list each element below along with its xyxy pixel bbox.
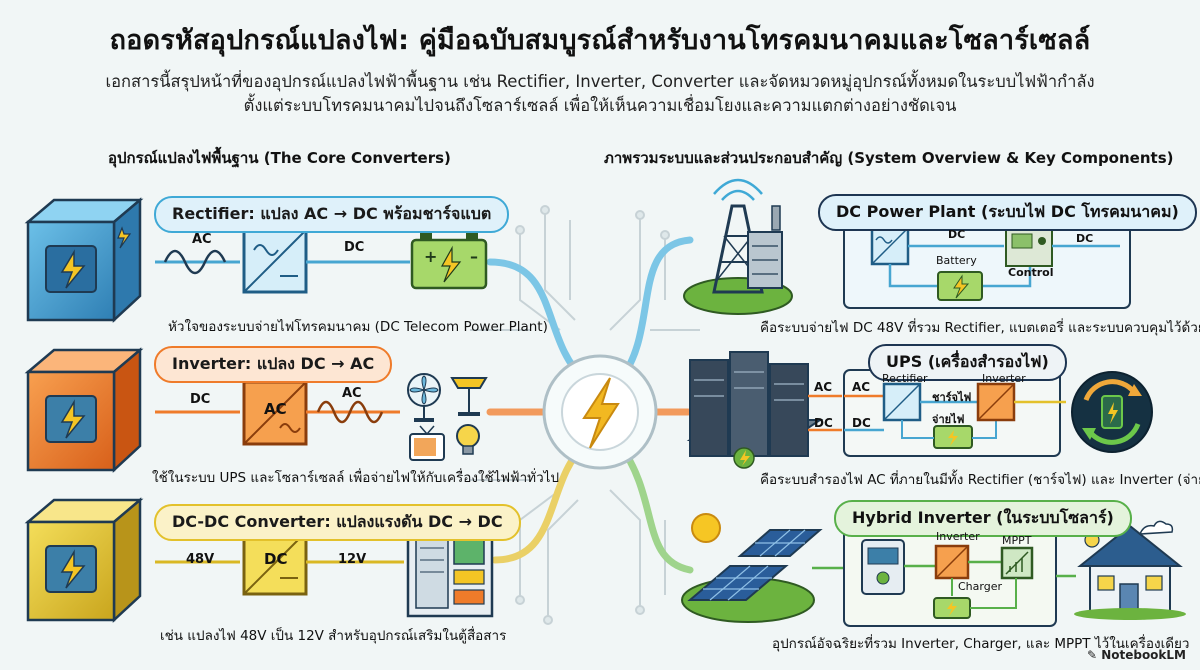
inverter-module-label: AC [264,400,287,418]
ups-label-rectifier: Rectifier [882,372,928,385]
brand-watermark: ✎ NotebookLM [1087,648,1186,662]
inverter-caption: ใช้ในระบบ UPS และโซลาร์เซลล์ เพื่อจ่ายไฟ… [152,470,560,486]
center-hub-lightning-icon [542,354,658,470]
left-section-heading: อุปกรณ์แปลงไฟพื้นฐาน (The Core Converter… [108,149,451,167]
subtitle-line-2: ตั้งแต่ระบบโทรคมนาคมไปจนถึงโซลาร์เซลล์ เ… [243,96,957,115]
rectifier-device-icon [24,197,144,323]
dc-plant-rectifier-icon [870,226,910,266]
telecom-tower-icon [683,178,793,315]
tv-icon [409,425,445,461]
ac-wave-out-icon [316,400,384,424]
ups-caption: คือระบบสำรองไฟ AC ที่ภายในมีทั้ง Rectifi… [760,472,1200,488]
subtitle-line-1: เอกสารนี้สรุปหน้าที่ของอุปกรณ์แปลงไฟฟ้าพ… [105,72,1095,91]
connector-hub-to-dcplant [616,236,694,384]
mppt-icon [1000,546,1034,580]
connector-dcdc-to-hub [491,441,589,564]
fan-icon [407,373,441,422]
dc-plant-battery-icon [937,271,983,301]
dcdc-title: DC-DC Converter: แปลงแรงดัน DC → DC [154,504,521,541]
dc-plant-label-control: Control [1008,266,1054,279]
dcdc-output-label: 12V [338,552,367,567]
control-unit-icon [1005,227,1053,267]
server-rack-icon [686,351,824,469]
dc-plant-label-battery: Battery [936,254,977,267]
house-icon [1074,520,1186,620]
ups-label-ac-in-2: AC [852,380,871,394]
ac-wave-icon [163,249,227,275]
rectifier-output-label: DC [344,240,365,255]
hybrid-caption: อุปกรณ์อัจฉริยะที่รวม Inverter, Charger,… [772,636,1190,652]
inverter-output-label: AC [342,386,362,401]
dc-plant-label-dc1: DC [948,228,966,241]
inverter-input-label: DC [190,392,211,407]
rectifier-module-icon [242,228,308,294]
ups-battery-icon [933,425,973,449]
hybrid-title: Hybrid Inverter (ในระบบโซลาร์) [834,500,1132,537]
ups-label-dc-2: DC [852,416,871,430]
lamp-icon [450,377,488,416]
hybrid-inverter-icon [934,544,970,580]
ups-label-charge: ชาร์จไฟ [932,391,972,404]
dc-plant-caption: คือระบบจ่ายไฟ DC 48V ที่รวม Rectifier, แ… [760,320,1200,336]
ups-rectifier-icon [882,382,922,422]
dcdc-module-label: DC [264,550,288,568]
page-subtitle: เอกสารนี้สรุปหน้าที่ของอุปกรณ์แปลงไฟฟ้าพ… [60,70,1140,118]
page-title: ถอดรหัสอุปกรณ์แปลงไฟ: คู่มือฉบับสมบูรณ์ส… [109,25,1091,56]
solar-panels-icon [681,513,823,623]
light-bulb-icon [456,424,480,455]
brand-name: NotebookLM [1101,648,1186,662]
dc-plant-label-dc2: DC [1076,232,1094,245]
rectifier-input-label: AC [192,232,212,247]
battery-icon: + – [410,232,488,290]
svg-text:+: + [424,247,437,266]
dc-plant-title: DC Power Plant (ระบบไฟ DC โทรคมนาคม) [818,194,1197,231]
hybrid-label-inverter: Inverter [936,530,980,543]
ups-label-dc-in: DC [814,416,833,430]
rectifier-title: Rectifier: แปลง AC → DC พร้อมชาร์จแบต [154,196,510,233]
backup-cycle-icon [1071,371,1153,453]
connector-hub-to-hybrid [616,441,694,574]
ups-title: UPS (เครื่องสำรองไฟ) [868,344,1067,381]
dcdc-device-icon [24,497,144,623]
inverter-device-icon [24,347,144,473]
hybrid-battery-icon [933,597,971,619]
right-section-heading: ภาพรวมระบบและส่วนประกอบสำคัญ (System Ove… [604,149,1174,167]
inverter-title: Inverter: แปลง DC → AC [154,346,393,383]
ups-label-ac-in-1: AC [814,380,833,394]
ups-inverter-icon [976,382,1016,422]
inverter-module-icon [242,380,308,446]
ups-label-supply: จ่ายไฟ [932,413,965,426]
svg-text:–: – [470,247,478,266]
dcdc-caption: เช่น แปลงไฟ 48V เป็น 12V สำหรับอุปกรณ์เส… [160,628,507,644]
hybrid-inverter-unit-icon [861,539,905,595]
hybrid-label-charger: Charger [958,580,1002,593]
hybrid-label-mppt: MPPT [1002,534,1032,547]
ups-label-inverter: Inverter [982,372,1026,385]
notebook-logo-icon: ✎ [1086,648,1102,662]
rectifier-caption: หัวใจของระบบจ่ายไฟโทรคมนาคม (DC Telecom … [168,319,548,335]
dcdc-input-label: 48V [186,552,215,567]
telecom-cabinet-icon [406,528,494,618]
